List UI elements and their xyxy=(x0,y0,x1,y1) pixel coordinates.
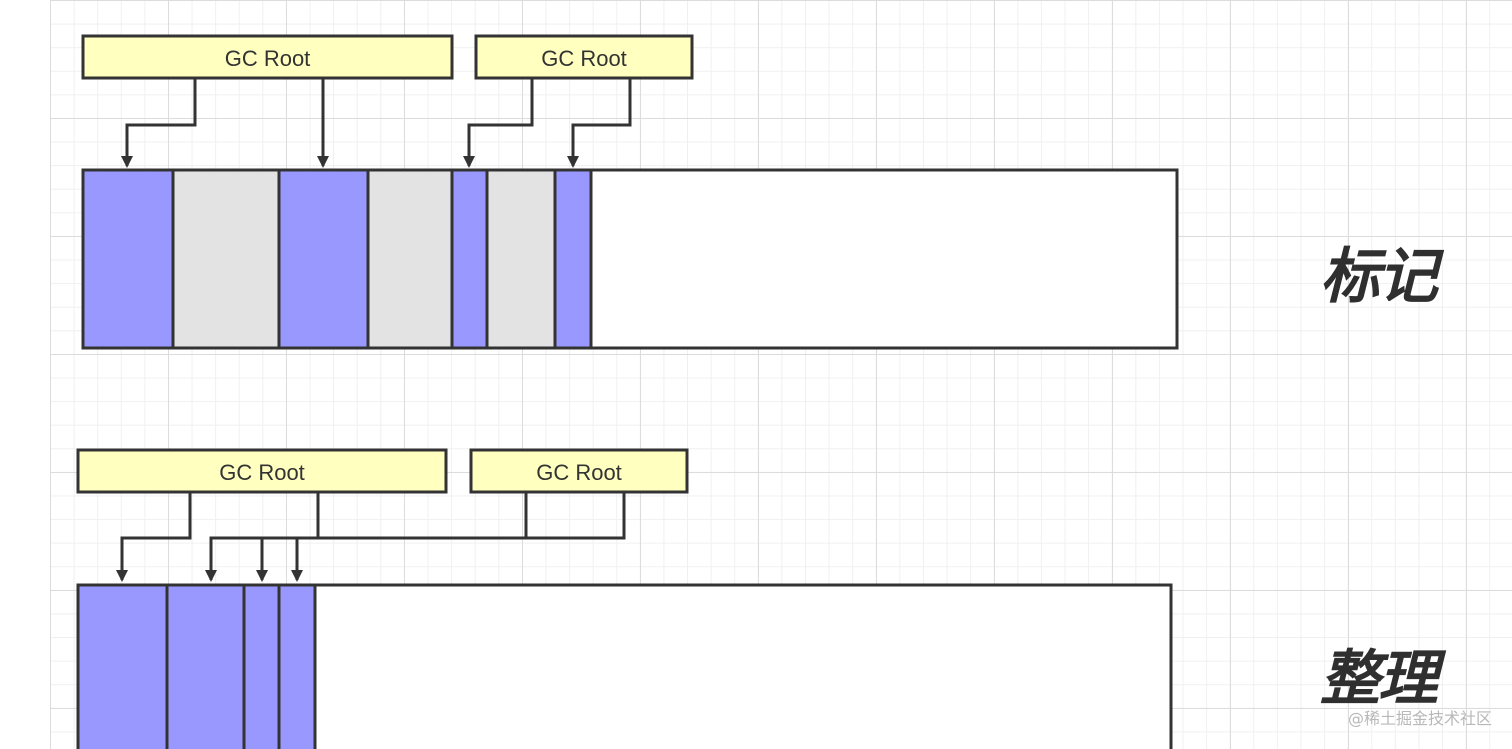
gc-root-label: GC Root xyxy=(225,46,311,71)
dead-object-block xyxy=(485,168,557,350)
live-object-block xyxy=(553,168,593,350)
reference-arrow xyxy=(116,492,192,582)
mark-reference-arrows xyxy=(121,78,632,168)
gc-root-box: GC Root xyxy=(76,448,448,494)
reference-arrow xyxy=(463,78,534,168)
compact-phase-label: 整理 xyxy=(1320,644,1438,714)
live-object-block xyxy=(450,168,489,350)
gc-root-box: GC Root xyxy=(474,34,694,80)
live-object-block xyxy=(81,168,175,350)
gc-root-box: GC Root xyxy=(469,448,689,494)
reference-arrow xyxy=(256,492,626,582)
free-space-block xyxy=(589,168,1179,350)
gc-root-label: GC Root xyxy=(219,460,305,485)
dead-object-block xyxy=(366,168,454,350)
gc-root-label: GC Root xyxy=(541,46,627,71)
reference-arrow xyxy=(121,78,197,168)
compact-phase: GC Root GC Root xyxy=(76,448,1173,749)
live-object-block xyxy=(242,583,281,749)
dead-object-block xyxy=(171,168,281,350)
mark-phase: GC Root GC Root xyxy=(81,34,1179,350)
gc-root-label: GC Root xyxy=(536,460,622,485)
live-object-block xyxy=(165,583,246,749)
live-object-block xyxy=(76,583,169,749)
reference-arrow xyxy=(205,492,320,582)
reference-arrow xyxy=(567,78,632,168)
live-object-block xyxy=(277,168,370,350)
heap-memory-after xyxy=(76,583,1173,749)
gc-root-box: GC Root xyxy=(81,34,454,80)
mark-phase-label: 标记 xyxy=(1320,242,1438,312)
live-object-block xyxy=(277,583,317,749)
watermark: @稀土掘金技术社区 xyxy=(1347,709,1492,728)
left-margin xyxy=(0,0,50,749)
free-space-block xyxy=(313,583,1173,749)
heap-memory-before xyxy=(81,168,1179,350)
compact-reference-arrows xyxy=(116,492,626,582)
